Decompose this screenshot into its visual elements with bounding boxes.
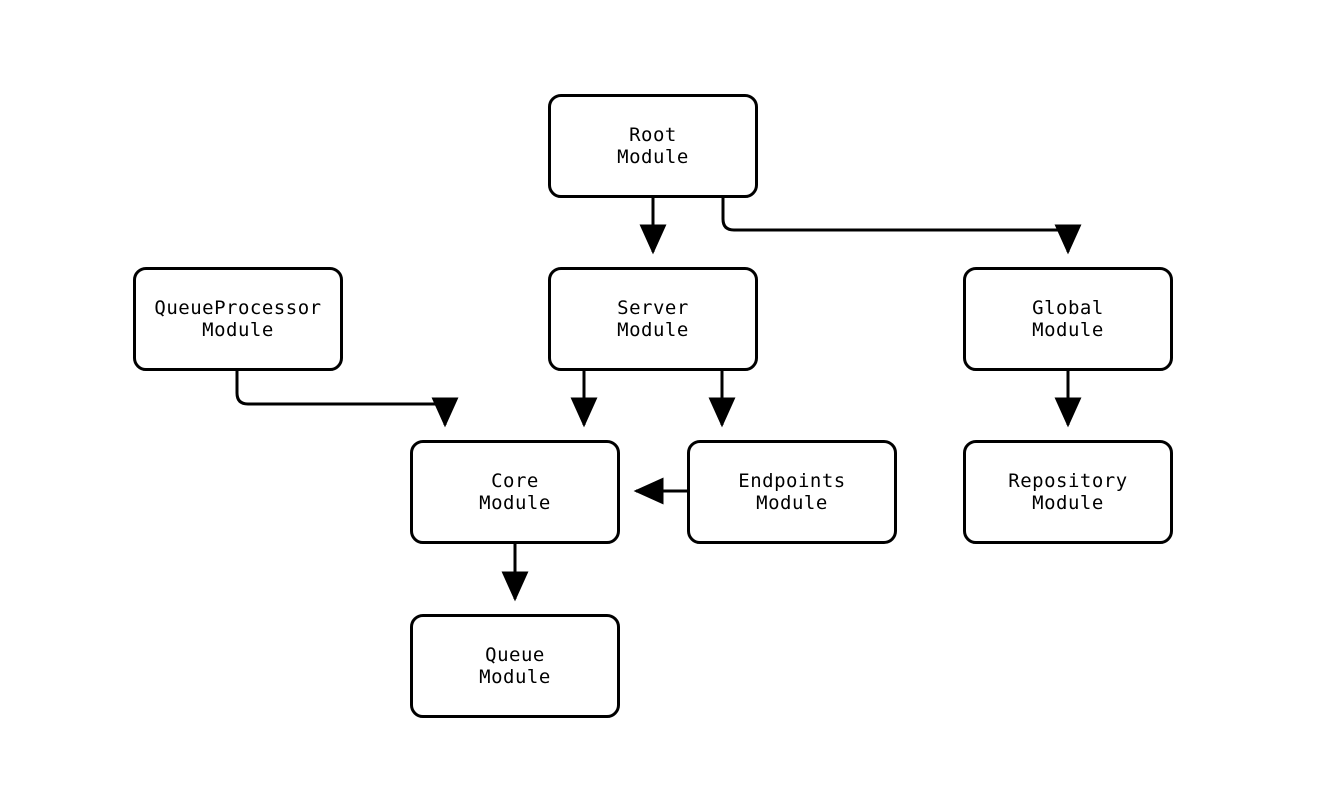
node-label-line1: Server — [617, 297, 689, 319]
queue-module-node[interactable]: Queue Module — [410, 614, 620, 718]
queueprocessor-module-node[interactable]: QueueProcessor Module — [133, 267, 343, 371]
node-label-line1: Queue — [485, 644, 545, 666]
node-label-line1: Repository — [1008, 470, 1128, 492]
node-label-line1: Endpoints — [738, 470, 846, 492]
root-module-node[interactable]: Root Module — [548, 94, 758, 198]
global-module-node[interactable]: Global Module — [963, 267, 1173, 371]
node-label-line1: Global — [1032, 297, 1104, 319]
node-label-line2: Module — [202, 319, 274, 341]
endpoints-module-node[interactable]: Endpoints Module — [687, 440, 897, 544]
server-module-node[interactable]: Server Module — [548, 267, 758, 371]
node-label-line1: Core — [491, 470, 539, 492]
node-label-line1: Root — [629, 124, 677, 146]
node-label-line2: Module — [617, 146, 689, 168]
node-label-line1: QueueProcessor — [154, 297, 322, 319]
edge-root-to-global — [721, 198, 1082, 255]
node-label-line2: Module — [617, 319, 689, 341]
core-module-node[interactable]: Core Module — [410, 440, 620, 544]
edge-queueprocessor-to-core — [235, 371, 459, 428]
node-label-line2: Module — [1032, 319, 1104, 341]
node-label-line2: Module — [479, 666, 551, 688]
node-label-line2: Module — [756, 492, 828, 514]
node-label-line2: Module — [1032, 492, 1104, 514]
node-label-line2: Module — [479, 492, 551, 514]
repository-module-node[interactable]: Repository Module — [963, 440, 1173, 544]
